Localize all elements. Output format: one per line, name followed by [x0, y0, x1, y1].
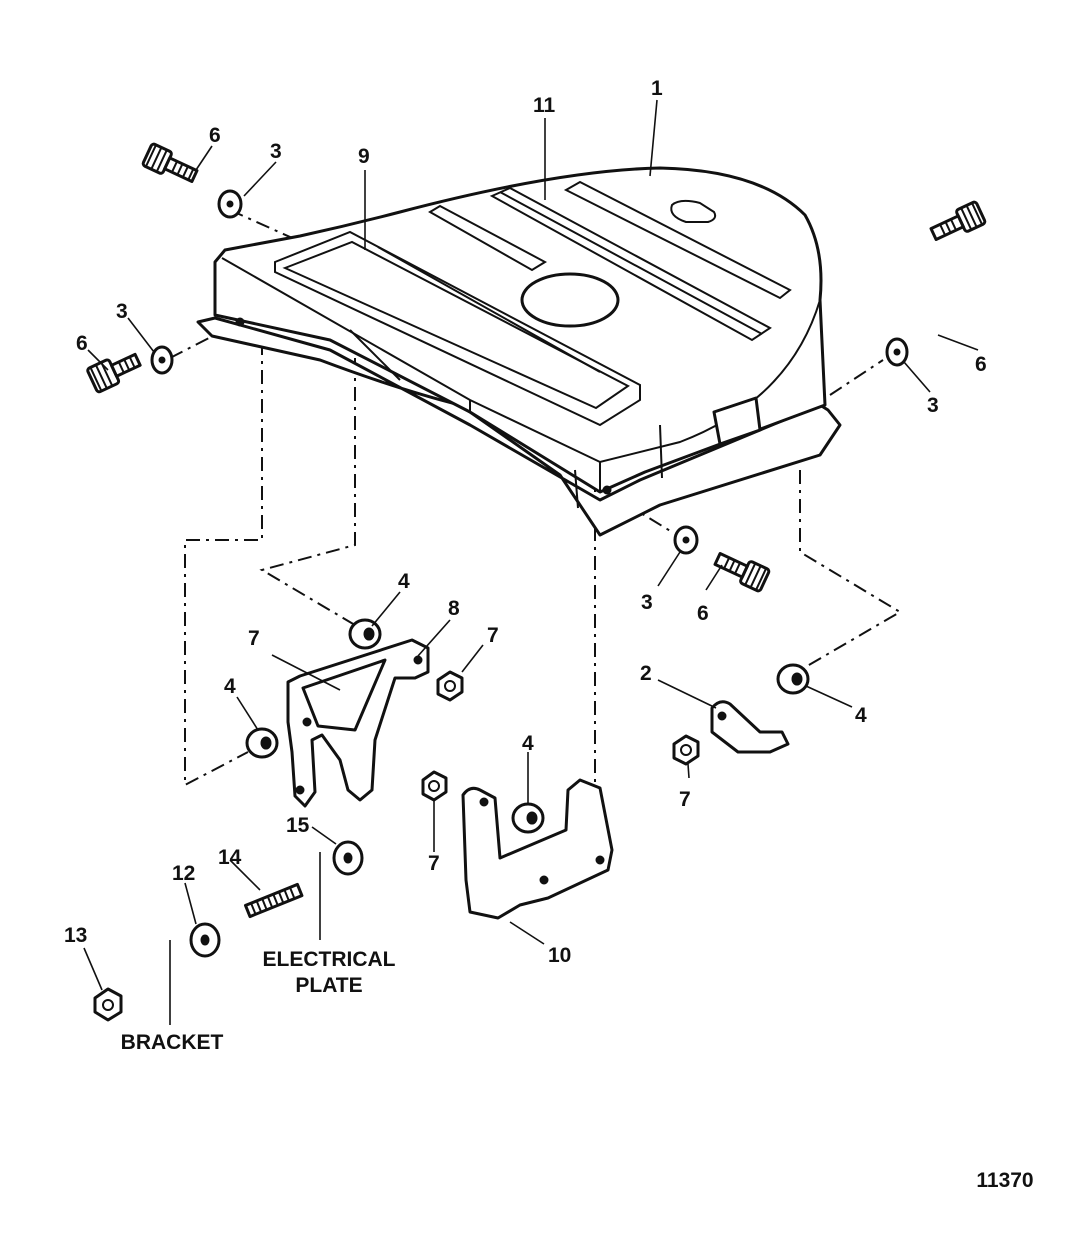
callout-6-right: 6	[975, 353, 987, 376]
washer-3-bottom	[673, 525, 699, 555]
callout-7-bracket-right: 7	[487, 624, 499, 647]
screw-6-right	[929, 200, 987, 241]
callout-3-top-left: 3	[270, 140, 282, 163]
electrical-plate-label-line2: PLATE	[295, 974, 362, 997]
washer-3-left	[150, 345, 174, 375]
washer-3-top-left	[217, 189, 243, 219]
figure-code: 11370	[976, 1169, 1033, 1192]
spacer-part-12	[189, 922, 221, 958]
callout-14: 14	[218, 846, 242, 869]
callout-4-left: 4	[224, 675, 236, 698]
spacer-part-15	[332, 840, 364, 876]
callout-9: 9	[358, 145, 370, 168]
callout-7-plate: 7	[428, 852, 440, 875]
labels: ELECTRICAL PLATE BRACKET 11370	[121, 948, 1034, 1192]
electrical-plate-part-10	[461, 778, 614, 920]
callout-7-bracket-center: 7	[248, 627, 260, 650]
nut-7-right	[672, 734, 700, 766]
bracket-label: BRACKET	[121, 1031, 224, 1054]
callout-12: 12	[172, 862, 195, 885]
callout-3-right: 3	[927, 394, 939, 417]
callout-3-left: 3	[116, 300, 128, 323]
callout-1: 1	[651, 77, 663, 100]
callout-numbers: 1 11 9 6 3 3 6 6 3 3 6 4 8 7 7 4 2 4 7 4…	[64, 77, 987, 967]
grommet-4-left	[245, 727, 279, 759]
screw-6-bottom	[713, 552, 771, 593]
nut-7-bracket-right	[436, 670, 464, 702]
screw-6-left	[86, 352, 142, 394]
callout-3-bottom: 3	[641, 591, 653, 614]
nut-7-plate	[421, 770, 448, 802]
callout-6-left: 6	[76, 332, 88, 355]
bracket-part-8	[286, 638, 430, 808]
callout-2: 2	[640, 662, 652, 685]
callout-8: 8	[448, 597, 460, 620]
callout-4-upper: 4	[398, 570, 410, 593]
callout-4-middle: 4	[522, 732, 534, 755]
grommet-4-middle	[511, 802, 545, 834]
callout-15: 15	[286, 814, 310, 837]
electrical-plate-label-line1: ELECTRICAL	[263, 948, 396, 971]
cover-part-1	[196, 166, 842, 537]
callout-13: 13	[64, 924, 87, 947]
callout-4-right: 4	[855, 704, 867, 727]
nut-part-13	[93, 987, 123, 1022]
leader-lines	[83, 99, 979, 1025]
callout-6-bottom: 6	[697, 602, 709, 625]
callout-11: 11	[533, 94, 556, 117]
screw-6-top-left	[141, 142, 199, 183]
stud-part-14	[243, 882, 304, 919]
washer-3-right	[885, 337, 909, 367]
callout-7-right: 7	[679, 788, 691, 811]
callout-6-top-left: 6	[209, 124, 221, 147]
grommet-4-right	[776, 663, 810, 695]
grommet-4-upper	[348, 618, 382, 650]
bracket-part-2	[710, 700, 790, 754]
callout-10: 10	[548, 944, 571, 967]
